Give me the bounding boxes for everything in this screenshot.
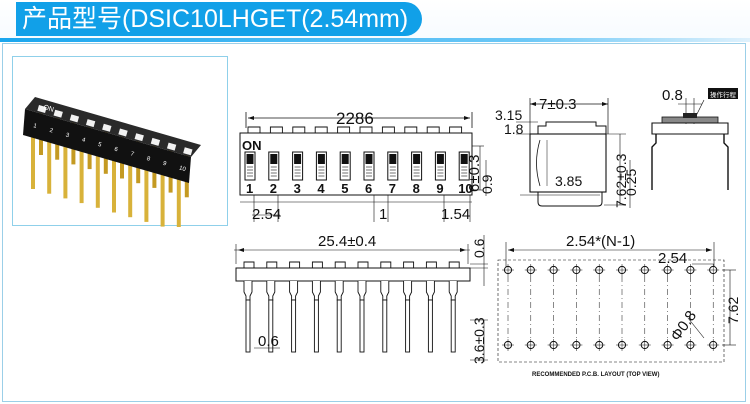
photo-slider bbox=[37, 105, 47, 113]
photo-position-number: 2 bbox=[49, 128, 54, 135]
photo-slider bbox=[134, 133, 144, 142]
photo-pin bbox=[112, 160, 116, 213]
photo-pin bbox=[79, 151, 84, 204]
product-photo: ON 1 2 3 4 5 6 7 8 9 10 bbox=[12, 56, 228, 227]
photo-position-number: 4 bbox=[81, 137, 86, 144]
photo-pin bbox=[128, 165, 133, 218]
photo-position-number: 6 bbox=[113, 147, 118, 154]
photo-pin bbox=[63, 146, 68, 199]
photo-slider bbox=[118, 128, 128, 137]
photo-slider bbox=[150, 137, 161, 146]
photo-position-number: 7 bbox=[130, 151, 135, 158]
photo-pin bbox=[31, 137, 35, 189]
photo-position-number: 8 bbox=[146, 156, 151, 163]
photo-slider bbox=[85, 119, 96, 128]
page-title: 产品型号(DSIC10LHGET(2.54mm) bbox=[16, 2, 423, 36]
photo-pin bbox=[47, 141, 52, 194]
photo-position-number: 10 bbox=[178, 165, 187, 173]
photo-position-number: 5 bbox=[97, 142, 102, 149]
photo-sliders bbox=[37, 105, 193, 156]
header-underline bbox=[0, 38, 750, 42]
photo-pin bbox=[160, 174, 165, 227]
photo-position-numbers: 1 2 3 4 5 6 7 8 9 10 bbox=[32, 123, 187, 173]
photo-switch-body bbox=[23, 109, 191, 183]
photo-slider bbox=[53, 109, 63, 118]
photo-pin bbox=[95, 155, 100, 208]
photo-position-number: 9 bbox=[162, 161, 167, 168]
photo-pin bbox=[144, 169, 149, 222]
photo-slider bbox=[166, 142, 177, 151]
content-frame bbox=[2, 43, 746, 402]
photo-slider bbox=[69, 114, 80, 123]
photo-slider bbox=[102, 123, 112, 132]
photo-position-number: 3 bbox=[65, 133, 70, 140]
header-bar: 产品型号(DSIC10LHGET(2.54mm) bbox=[0, 0, 750, 42]
photo-on-mark: ON bbox=[42, 104, 54, 114]
photo-pin bbox=[176, 179, 181, 227]
photo-slider bbox=[183, 147, 193, 156]
dip-switch-photo: ON 1 2 3 4 5 6 7 8 9 10 bbox=[23, 97, 201, 227]
photo-position-number: 1 bbox=[32, 123, 37, 130]
